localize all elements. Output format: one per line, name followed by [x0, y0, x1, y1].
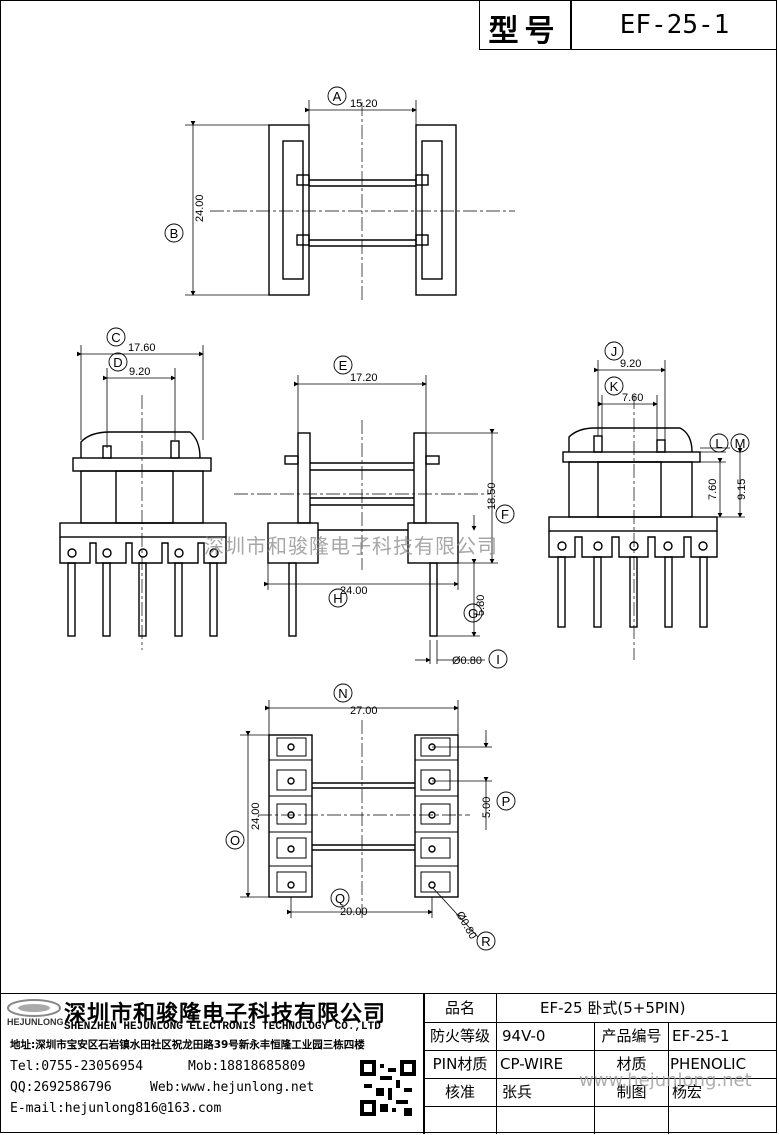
pin-value: CP-WIRE [500, 1055, 564, 1073]
dim-right-inner: 7.60 [622, 392, 643, 404]
center-lines [141, 102, 635, 920]
dim-top-width: 15.20 [350, 98, 378, 110]
model-number: EF-25-1 [619, 10, 730, 40]
marker-e: E [339, 358, 348, 373]
watermark: 深圳市和骏隆电子科技有限公司 [204, 534, 498, 558]
marker-r: R [481, 934, 490, 949]
draw-label: 制图 [616, 1083, 647, 1101]
company-name-cn: 深圳市和骏隆电子科技有限公司 [64, 1001, 387, 1027]
company-logo [7, 999, 61, 1017]
marker-q: Q [335, 891, 345, 906]
name-label: 品名 [444, 999, 475, 1017]
reference-markers: A B C D E F G H I J K L M N O P Q R [106, 86, 750, 951]
logo-text: HEJUNLONG [7, 1017, 64, 1027]
marker-f: F [501, 507, 509, 522]
dim-bot-dia: Ø0.80 [453, 910, 478, 942]
marker-d: D [113, 355, 122, 370]
check-label: 核准 [444, 1083, 475, 1101]
dim-mid-width: 17.20 [350, 372, 378, 384]
dim-bot-span: 20.00 [340, 906, 368, 918]
material-label: 材质 [616, 1055, 647, 1073]
website: Web:www.hejunlong.net [150, 1080, 315, 1095]
pin-label: PIN材质 [432, 1055, 488, 1073]
draw-value: 杨宏 [672, 1083, 703, 1101]
mobile: Mob:18818685809 [188, 1059, 306, 1074]
marker-p: P [502, 794, 511, 809]
model-header [479, 0, 777, 50]
dim-bot-width: 27.00 [350, 705, 378, 717]
company-name-en: SHENZHEN HEJUNLONG ELECTRONIS TECHNOLOGY… [64, 1021, 381, 1033]
marker-k: K [610, 379, 619, 394]
dimension-lines [77, 100, 745, 938]
dim-bot-pitch: 5.00 [481, 797, 493, 818]
dim-mid-base: 24.00 [340, 585, 368, 597]
material-value: PHENOLIC [670, 1055, 747, 1073]
code-label: 产品编号 [601, 1027, 662, 1045]
check-value: 张兵 [502, 1083, 533, 1101]
marker-o: O [230, 833, 240, 848]
dim-left-inner: 9.20 [129, 366, 150, 378]
qr-code [360, 1060, 416, 1116]
dim-mid-pin: 5.80 [475, 595, 487, 616]
end-view [548, 427, 718, 628]
marker-h: H [333, 591, 342, 606]
fire-label: 防火等级 [429, 1027, 490, 1045]
marker-l: L [715, 436, 722, 451]
title-block [0, 993, 777, 1134]
marker-b: B [170, 226, 179, 241]
marker-c: C [111, 330, 120, 345]
marker-g: G [468, 606, 478, 621]
qq: QQ:2692586796 [10, 1080, 112, 1095]
fire-value: 94V-0 [502, 1027, 546, 1045]
dim-left-width: 17.60 [128, 342, 156, 354]
marker-m: M [735, 436, 746, 451]
model-label: 型号 [488, 14, 561, 49]
top-view [268, 124, 457, 296]
dim-bot-height: 24.00 [250, 802, 262, 830]
watermark-url: www.hejunlong.net [579, 1070, 752, 1091]
dim-top-height: 24.00 [194, 194, 206, 222]
tel: Tel:0755-23056954 [10, 1059, 144, 1074]
dim-right-h2: 9.15 [736, 479, 748, 500]
dimension-texts: 15.20 24.00 17.60 9.20 17.20 18.50 24.00… [128, 98, 748, 941]
name-value: EF-25 卧式(5+5PIN) [540, 999, 686, 1017]
dim-mid-height: 18.50 [486, 482, 498, 510]
bottom-view [268, 734, 459, 898]
marker-n: N [338, 686, 347, 701]
marker-a: A [333, 89, 342, 104]
marker-i: I [496, 652, 500, 667]
dim-right-h1: 7.60 [707, 479, 719, 500]
code-value: EF-25-1 [672, 1027, 730, 1045]
technical-drawing: 15.20 24.00 17.60 9.20 17.20 18.50 24.00… [59, 86, 750, 951]
dim-right-width: 9.20 [620, 358, 641, 370]
company-address: 地址:深圳市宝安区石岩镇水田社区祝龙田路39号新永丰恒隆工业园三栋四楼 [10, 1039, 365, 1051]
dim-mid-dia: Ø0.80 [452, 655, 482, 667]
front-view [59, 431, 227, 637]
email: E-mail:hejunlong816@163.com [10, 1101, 222, 1116]
marker-j: J [611, 344, 618, 359]
model-header-divider [570, 0, 572, 50]
